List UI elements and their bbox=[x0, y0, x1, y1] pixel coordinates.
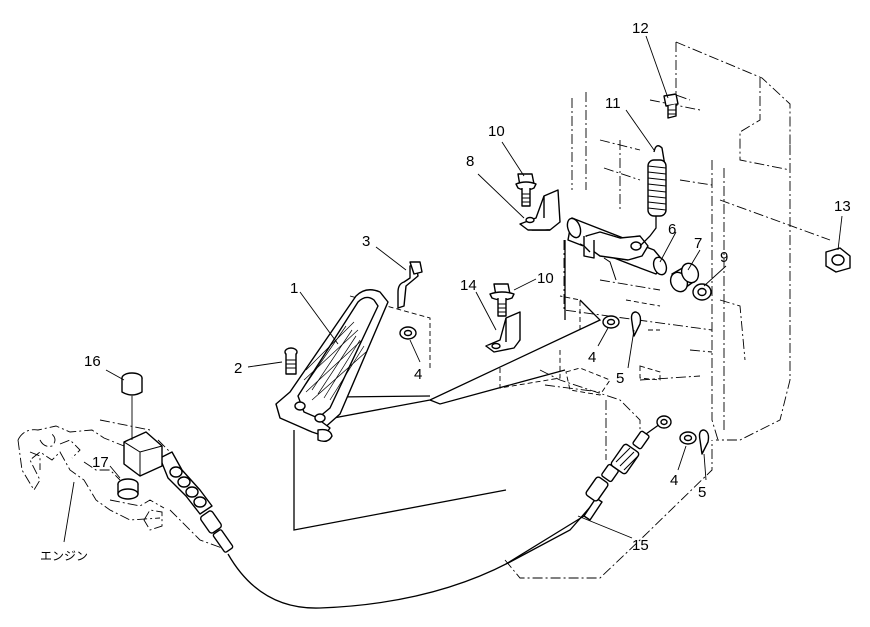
callout-5-right: 5 bbox=[698, 484, 706, 501]
engine-outline bbox=[17, 419, 223, 549]
callout-2: 2 bbox=[234, 360, 242, 377]
callout-15: 15 bbox=[632, 537, 649, 554]
washer-a bbox=[399, 326, 417, 340]
pedal-bolt bbox=[284, 347, 298, 375]
bolt-10-upper bbox=[515, 173, 537, 207]
callout-leaders bbox=[63, 35, 843, 543]
pedal-mesh bbox=[303, 321, 367, 401]
callout-14: 14 bbox=[460, 277, 477, 294]
bolt-16 bbox=[121, 372, 143, 440]
callout-13: 13 bbox=[834, 198, 851, 215]
bracket-14 bbox=[485, 311, 521, 353]
callout-11: 11 bbox=[605, 95, 621, 112]
callout-labels: 1 2 3 4 4 4 5 5 6 7 8 9 10 10 11 12 13 1… bbox=[40, 20, 851, 563]
callout-4-pedal: 4 bbox=[414, 366, 422, 383]
cable-adjuster bbox=[610, 443, 640, 475]
callout-3: 3 bbox=[362, 233, 370, 250]
callout-10-upper: 10 bbox=[488, 123, 505, 140]
pedal-rod bbox=[397, 261, 423, 309]
spring-bolt bbox=[663, 93, 679, 119]
callout-8: 8 bbox=[466, 153, 474, 170]
callout-6: 6 bbox=[668, 221, 676, 238]
callout-16: 16 bbox=[84, 353, 101, 370]
callout-5-middle: 5 bbox=[616, 370, 624, 387]
callout-12: 12 bbox=[632, 20, 649, 37]
bracket-8 bbox=[519, 189, 561, 231]
clip-a bbox=[630, 311, 642, 337]
callout-17: 17 bbox=[92, 454, 109, 471]
callout-10-lower: 10 bbox=[537, 270, 554, 287]
washer-c bbox=[679, 431, 697, 445]
clip-b bbox=[698, 429, 710, 455]
lever-shaft bbox=[566, 217, 668, 281]
callout-9: 9 bbox=[720, 249, 728, 266]
engine-label: エンジン bbox=[40, 549, 88, 563]
grommet-17 bbox=[117, 478, 139, 500]
washer-9 bbox=[692, 283, 712, 301]
callout-7: 7 bbox=[694, 235, 702, 252]
alignment-lines bbox=[293, 240, 602, 531]
callout-4-right: 4 bbox=[670, 472, 678, 489]
collar bbox=[669, 262, 700, 293]
washer-b bbox=[602, 315, 620, 329]
accelerator-pedal bbox=[275, 289, 389, 443]
return-spring bbox=[639, 145, 667, 247]
cable-engine-end bbox=[123, 431, 234, 553]
cable-boot bbox=[169, 466, 207, 508]
machine-body-outline bbox=[504, 41, 831, 579]
nut-13 bbox=[825, 247, 851, 273]
callout-1: 1 bbox=[290, 280, 298, 297]
throttle-cable bbox=[227, 415, 672, 609]
bolt-10-lower bbox=[489, 283, 515, 317]
callout-4-middle: 4 bbox=[588, 349, 596, 366]
